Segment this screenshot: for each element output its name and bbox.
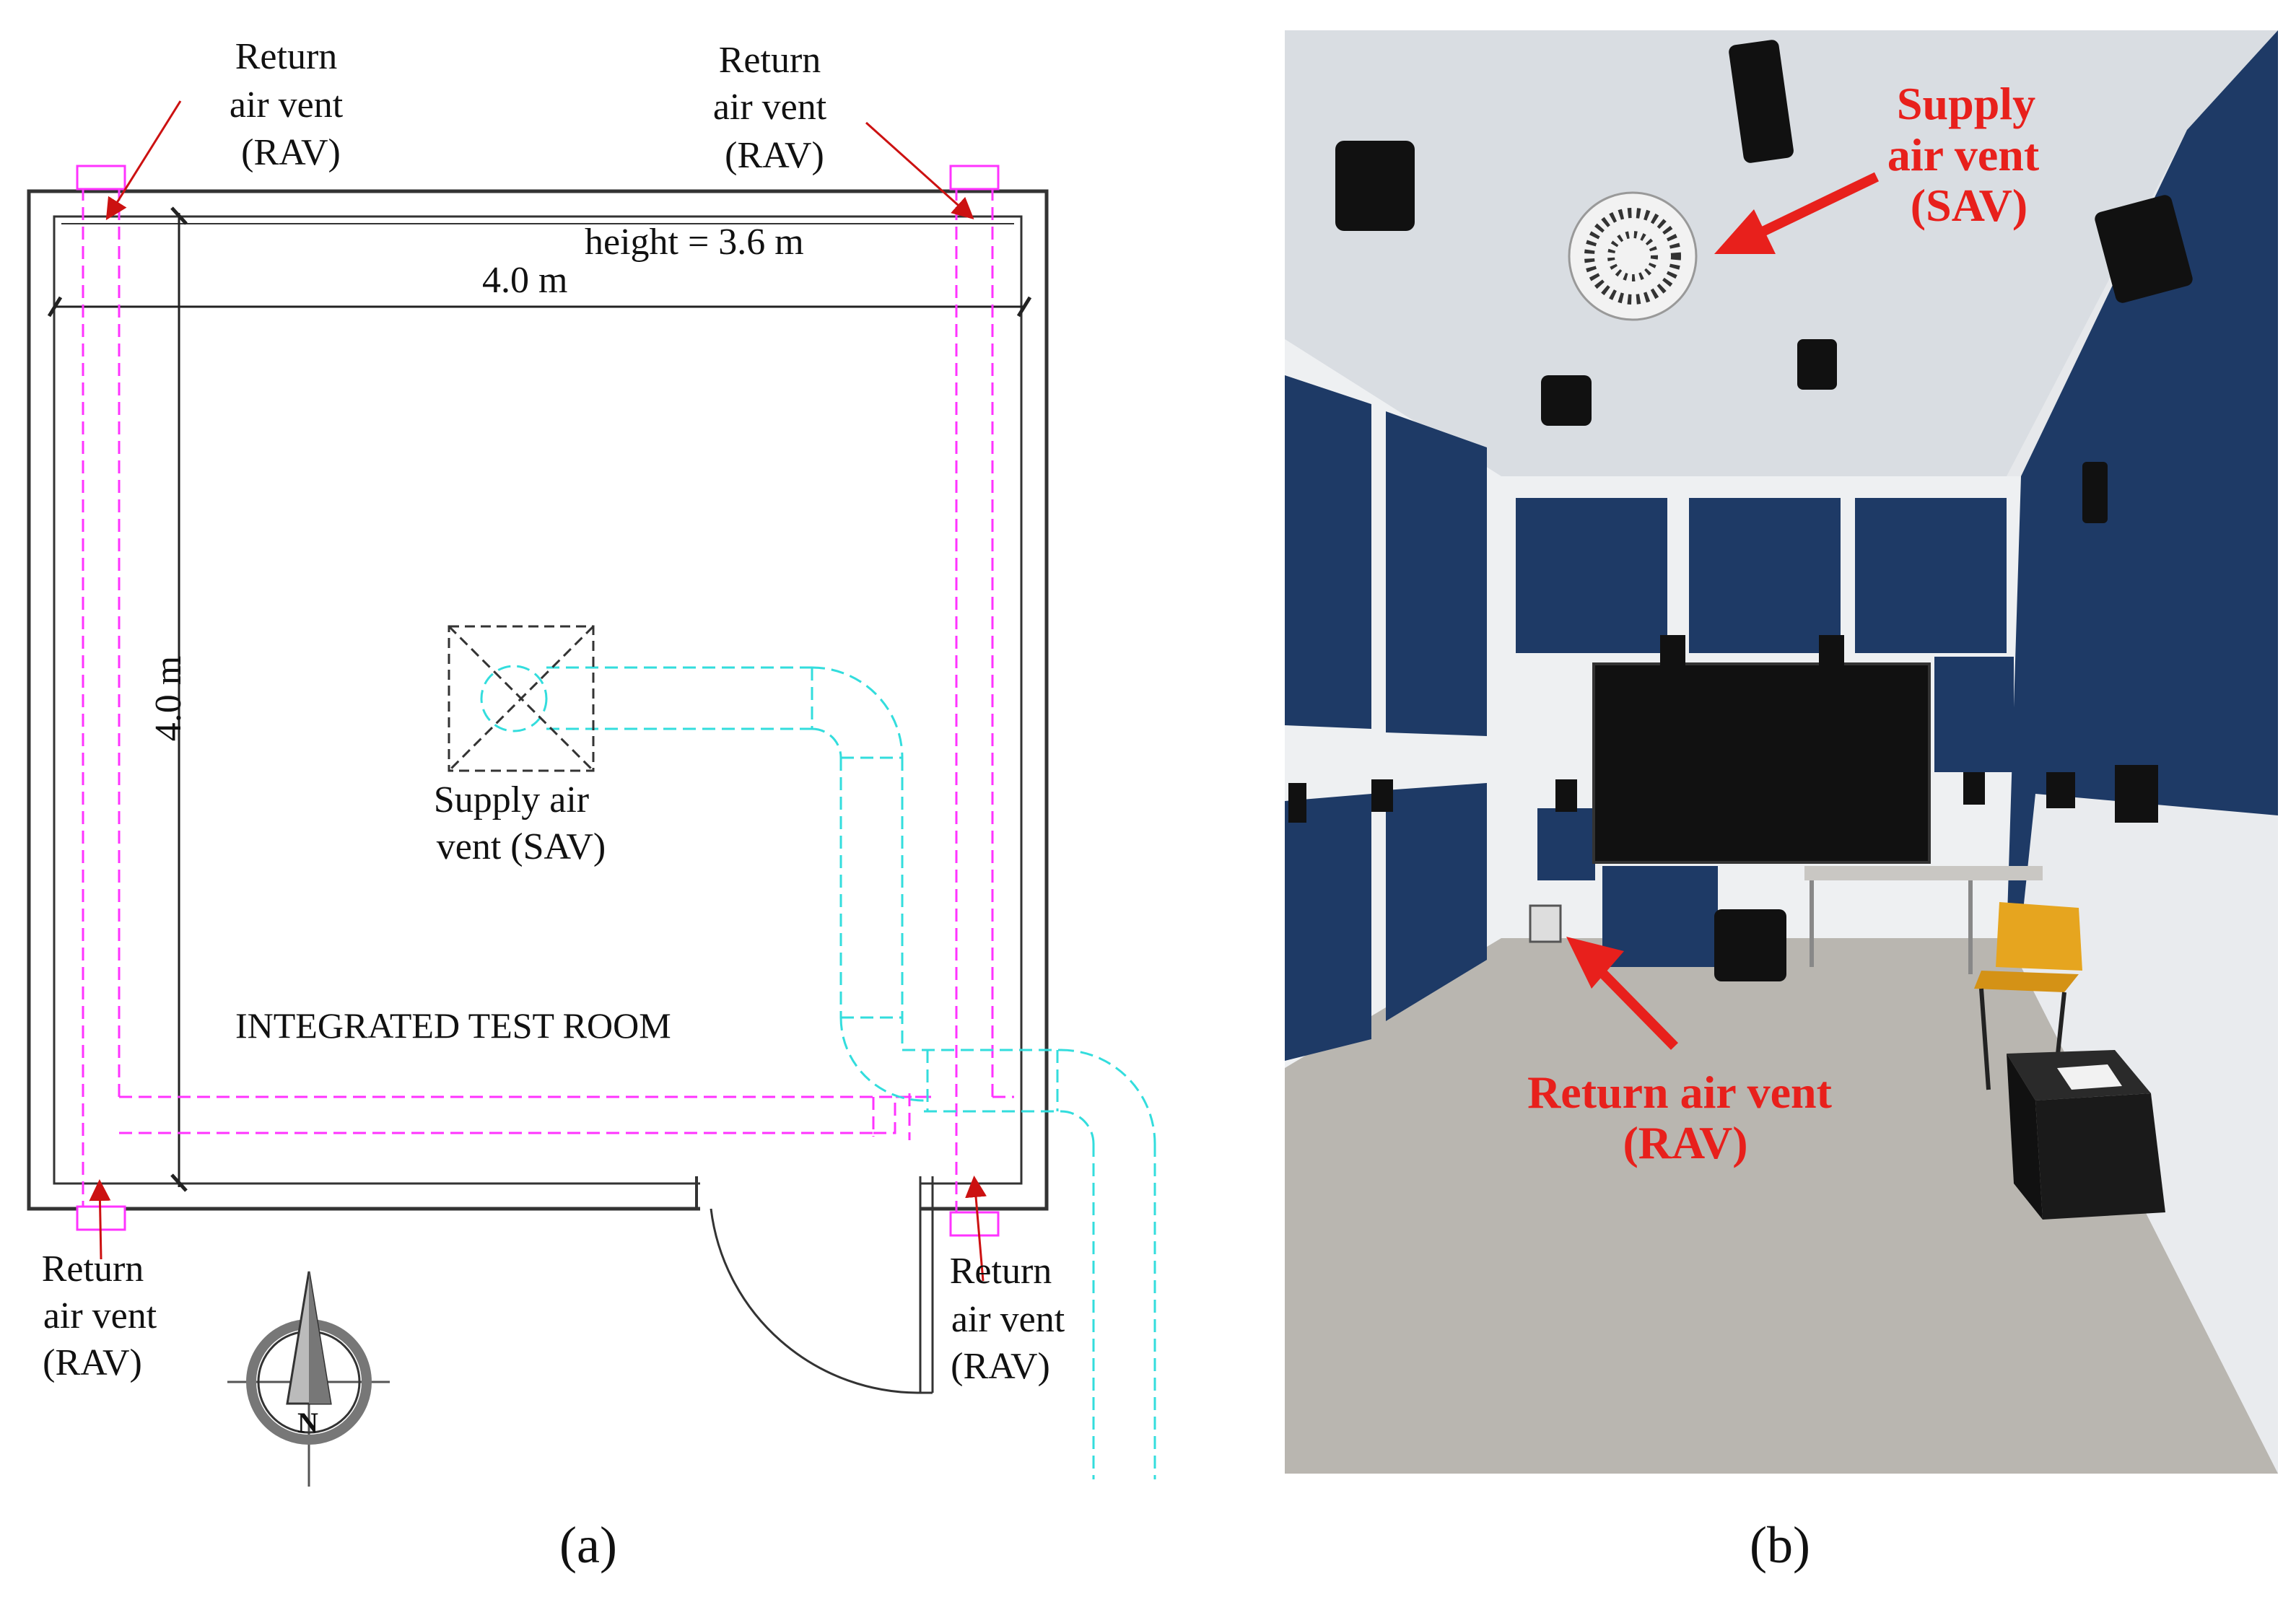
rav-bottom-right-label: Return air vent (RAV) [950,1251,1074,1387]
rav-box-top-right [949,165,1000,191]
north-compass-icon [227,1271,390,1487]
photo-sav-label: Supply air vent (SAV) [1887,78,2051,231]
floor-plan-panel: Return air vent (RAV) Return air vent (R… [27,36,1156,1574]
rav-top-right-label: Return air vent (RAV) [713,40,836,176]
door-gap [700,1176,920,1216]
tv-screen [1592,662,1931,864]
rav-box-bottom-right [949,1211,1000,1237]
rav-pointer-arrow [1566,937,1678,1050]
width-label: 4.0 m [482,260,567,301]
rav-top-left-label: Return air vent (RAV) [230,36,352,173]
ceiling [1285,30,2278,476]
acoustic-panels-back [1516,498,2014,967]
yellow-chair [1974,902,2082,1090]
photo-rav-label: Return air vent (RAV) [1527,1067,1843,1168]
ceiling-speakers [1335,40,2193,523]
height-label: height = 3.6 m [585,222,804,263]
desk [1804,866,2043,974]
wall-return-vent [1529,904,1562,943]
ottoman-box [2007,1050,2165,1220]
sav-label: Supply air vent (SAV) [434,779,606,867]
ceiling-supply-vent-icon [1568,191,1698,321]
compass-north-letter: N [297,1406,318,1439]
acoustic-panels-left [1285,375,1487,1061]
depth-label: 4.0 m [148,656,189,741]
rav-leader-arrows [89,100,987,1282]
return-air-ducts [82,188,1014,1212]
outer-wall [27,189,1049,1211]
panel-a-caption: (a) [559,1516,617,1574]
rav-box-top-left [76,165,126,191]
room-photo-panel: Supply air vent (SAV) Return air vent (R… [1285,30,2278,1574]
wall-speakers [1288,635,2158,823]
rav-bottom-left-label: Return air vent (RAV) [42,1248,166,1383]
panel-b-caption: (b) [1750,1516,1810,1574]
supply-air-ducts [480,665,1156,1479]
sav-diffuser-symbol [448,625,595,772]
sav-pointer-arrow [1714,172,1880,254]
inner-wall [53,215,1023,1185]
room-label: INTEGRATED TEST ROOM [235,1005,671,1046]
door-swing-arc [710,1208,921,1394]
floor-speaker [1714,909,1786,981]
